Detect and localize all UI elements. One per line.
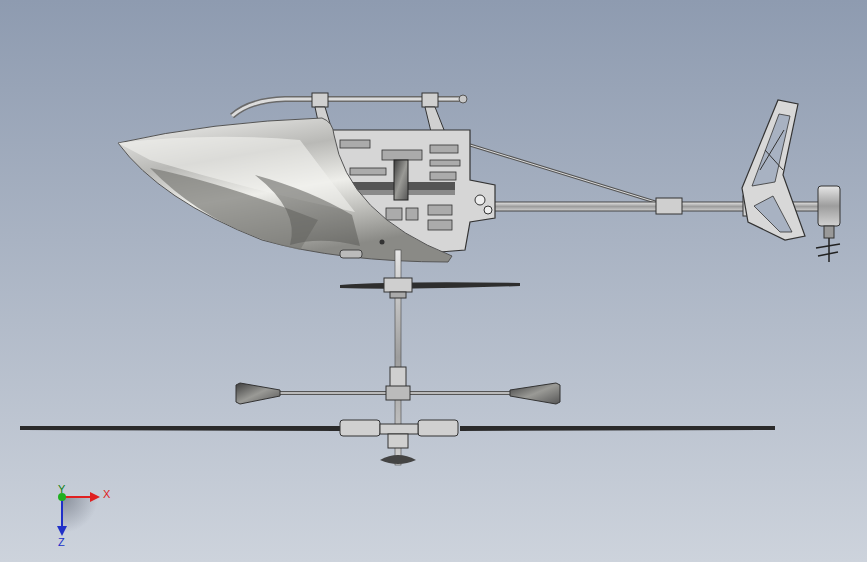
x-axis-label: X xyxy=(103,488,110,500)
y-axis-label: Y xyxy=(58,483,65,495)
z-axis-label: Z xyxy=(58,536,65,548)
